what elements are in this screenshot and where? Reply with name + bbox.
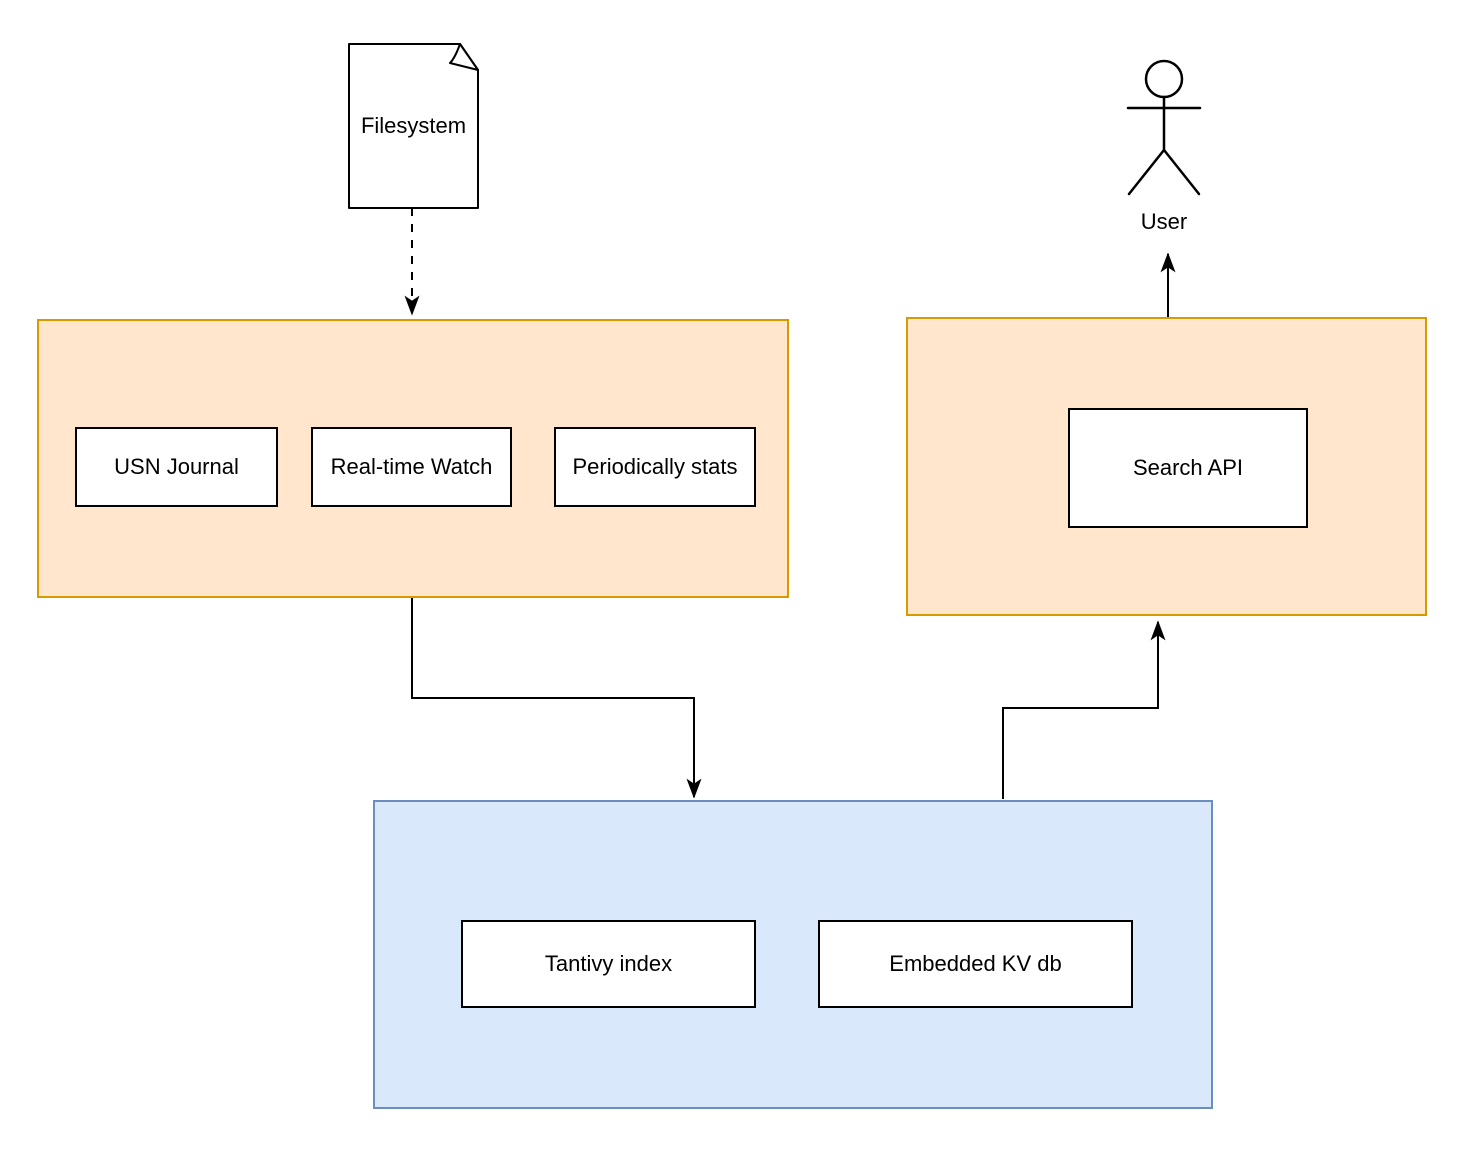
tantivy-index-node: Tantivy index bbox=[461, 920, 756, 1008]
user-label: User bbox=[1140, 209, 1188, 234]
embedded-kv-db-node: Embedded KV db bbox=[818, 920, 1133, 1008]
periodically-stats-label: Periodically stats bbox=[572, 453, 738, 479]
search-api-label: Search API bbox=[1132, 454, 1244, 480]
filesystem-label: Filesystem bbox=[360, 113, 467, 138]
usn-journal-node: USN Journal bbox=[75, 427, 278, 507]
periodically-stats-node: Periodically stats bbox=[554, 427, 756, 507]
edge-ingest-to-storage bbox=[411, 598, 702, 799]
realtime-watch-node: Real-time Watch bbox=[311, 427, 512, 507]
user-actor-icon bbox=[1126, 59, 1202, 196]
tantivy-index-label: Tantivy index bbox=[544, 950, 673, 976]
search-api-node: Search API bbox=[1068, 408, 1308, 528]
embedded-kv-db-label: Embedded KV db bbox=[889, 950, 1062, 976]
realtime-watch-label: Real-time Watch bbox=[330, 453, 493, 479]
edge-storage-to-api bbox=[1002, 620, 1166, 799]
usn-journal-label: USN Journal bbox=[114, 453, 239, 479]
